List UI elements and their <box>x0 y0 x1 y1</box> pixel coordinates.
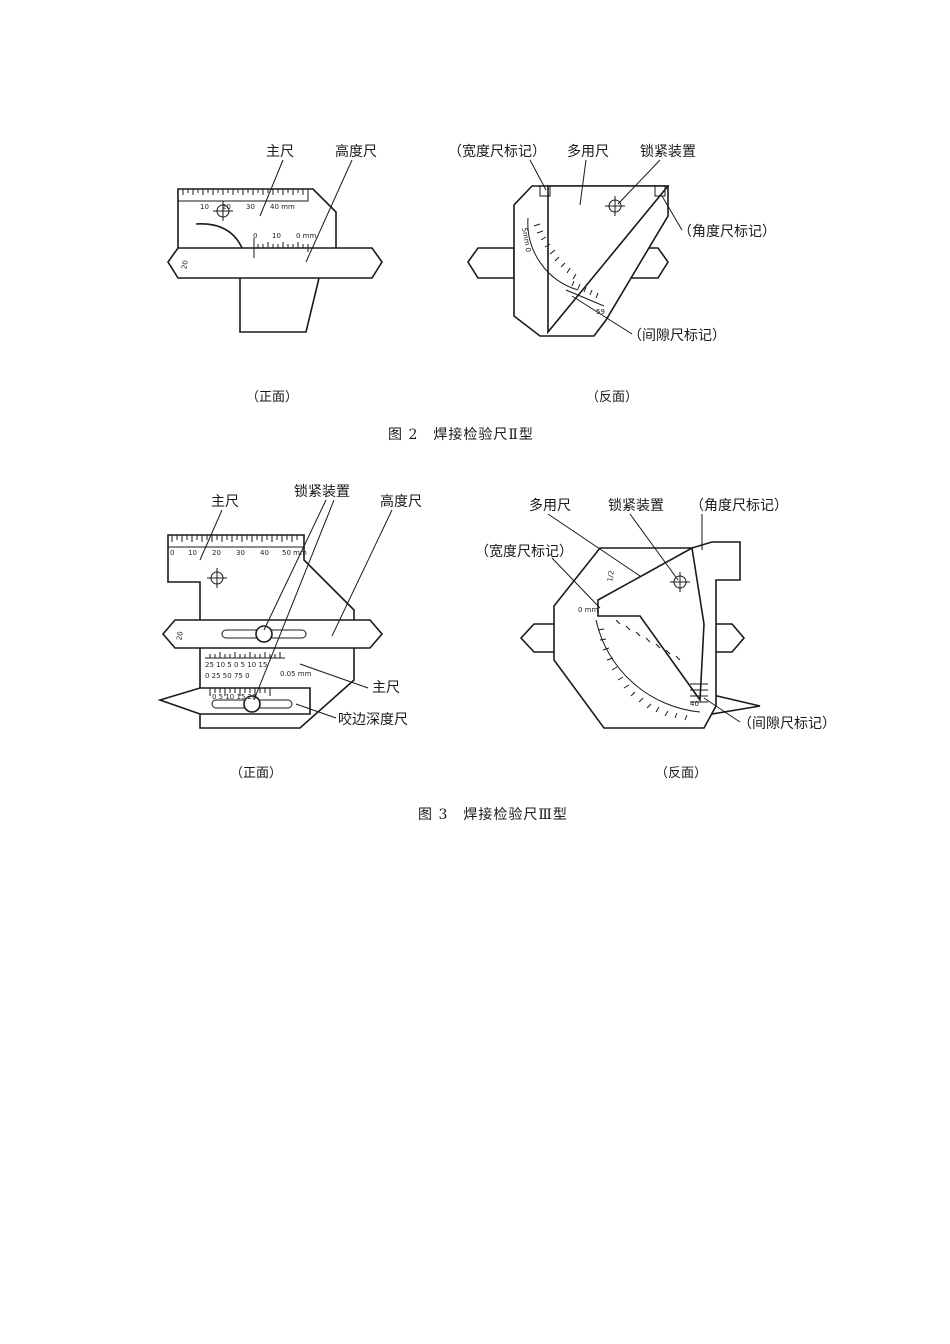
fig2-back-label-locking-device: 锁紧装置 <box>640 144 696 160</box>
svg-text:0 25 50 75 0: 0 25 50 75 0 <box>205 672 250 680</box>
svg-text:40 mm: 40 mm <box>270 203 295 211</box>
svg-text:30: 30 <box>236 549 245 557</box>
svg-text:0 mm: 0 mm <box>296 232 316 240</box>
fig3-back-label-angle-mark: （角度尺标记） <box>690 498 788 514</box>
fig3-front-top-scale <box>167 534 305 548</box>
fig3-back-gap-scale <box>690 683 708 703</box>
fig3-front-label-locking-device: 锁紧装置 <box>294 484 350 500</box>
fig2-back-arc-scale <box>527 217 579 291</box>
fig2-title: 图 2 焊接检验尺Ⅱ型 <box>388 427 534 443</box>
fig3-front-undercut-scale <box>209 688 271 696</box>
fig2-back-angle-mark-box <box>654 185 666 197</box>
fig2-back-label-width-mark: （宽度尺标记） <box>448 144 546 160</box>
fig3-front-mid-scale <box>205 652 285 659</box>
fig2-front-top-scale-ticks <box>182 189 304 195</box>
svg-text:40: 40 <box>260 549 269 557</box>
svg-text:20: 20 <box>175 631 184 641</box>
svg-text:20: 20 <box>180 260 189 270</box>
fig3-front-top-scale-ticks <box>171 535 298 542</box>
fig2-front-height-scale <box>253 238 314 258</box>
svg-text:59: 59 <box>596 308 605 316</box>
svg-text:1/2: 1/2 <box>606 570 616 582</box>
fig3-front-label-main-ruler: 主尺 <box>211 494 239 510</box>
fig2-front-label-main-ruler: 主尺 <box>266 144 294 160</box>
fig3-back-label-locking-device: 锁紧装置 <box>608 498 664 514</box>
fig3-front-lock-knob <box>255 625 273 643</box>
fig3-title: 图 3 焊接检验尺Ⅲ型 <box>418 807 568 823</box>
svg-text:0: 0 <box>253 232 257 240</box>
svg-text:30: 30 <box>246 203 255 211</box>
fig3-front-caption: （正面） <box>230 766 283 781</box>
svg-text:10: 10 <box>200 203 209 211</box>
fig3-back-arc-scale <box>595 619 701 713</box>
fig2-back-lock-crosshair <box>605 196 625 216</box>
fig3-front-label-main-ruler-2: 主尺 <box>372 680 400 696</box>
svg-text:0.05 mm: 0.05 mm <box>280 670 312 678</box>
svg-text:10: 10 <box>272 232 281 240</box>
fig3-front-label-undercut-ruler: 咬边深度尺 <box>338 712 408 728</box>
fig3-front-crosshair <box>207 568 227 588</box>
fig3-back-caption: （反面） <box>655 766 708 781</box>
fig2-back-arc-ticks <box>533 223 577 280</box>
svg-text:50 mm: 50 mm <box>282 549 307 557</box>
fig2-back-gap-scale <box>565 280 605 307</box>
fig3-back-label-multi-ruler: 多用尺 <box>529 498 571 514</box>
fig3-back-arc-ticks <box>597 628 688 721</box>
fig2-front-lock-crosshair <box>213 201 233 221</box>
fig2-back-width-mark-box <box>539 185 551 197</box>
fig2-front-hook <box>195 223 243 249</box>
fig2-front-label-height-ruler: 高度尺 <box>335 144 377 160</box>
fig2-back-label-multi-ruler: 多用尺 <box>567 144 609 160</box>
svg-text:10: 10 <box>188 549 197 557</box>
fig3-front-label-height-ruler: 高度尺 <box>380 494 422 510</box>
fig2-back-caption: （反面） <box>586 390 639 405</box>
fig3-front-lock-knob-2 <box>243 695 261 713</box>
fig3-back-inner-ticks <box>615 619 681 661</box>
fig3-back-label-width-mark: （宽度尺标记） <box>475 544 573 560</box>
svg-text:25 10 5 0 5 10 15: 25 10 5 0 5 10 15 <box>205 661 267 669</box>
svg-text:20: 20 <box>212 549 221 557</box>
fig2-back-label-angle-mark: （角度尺标记） <box>678 224 776 240</box>
svg-text:40: 40 <box>690 700 699 708</box>
svg-text:0 5 10 15 20: 0 5 10 15 20 <box>212 693 257 701</box>
fig2-back-label-gap-mark: （间隙尺标记） <box>628 328 726 344</box>
svg-text:20: 20 <box>222 203 231 211</box>
fig2-front-caption: （正面） <box>246 390 299 405</box>
fig3-back-label-gap-mark: （间隙尺标记） <box>738 716 836 732</box>
fig2-front-height-ruler <box>167 247 383 279</box>
svg-text:0 mm: 0 mm <box>578 606 598 614</box>
svg-text:0: 0 <box>170 549 174 557</box>
fig3-back-lock-crosshair <box>670 572 690 592</box>
fig3-back-multi-ruler <box>597 546 705 703</box>
